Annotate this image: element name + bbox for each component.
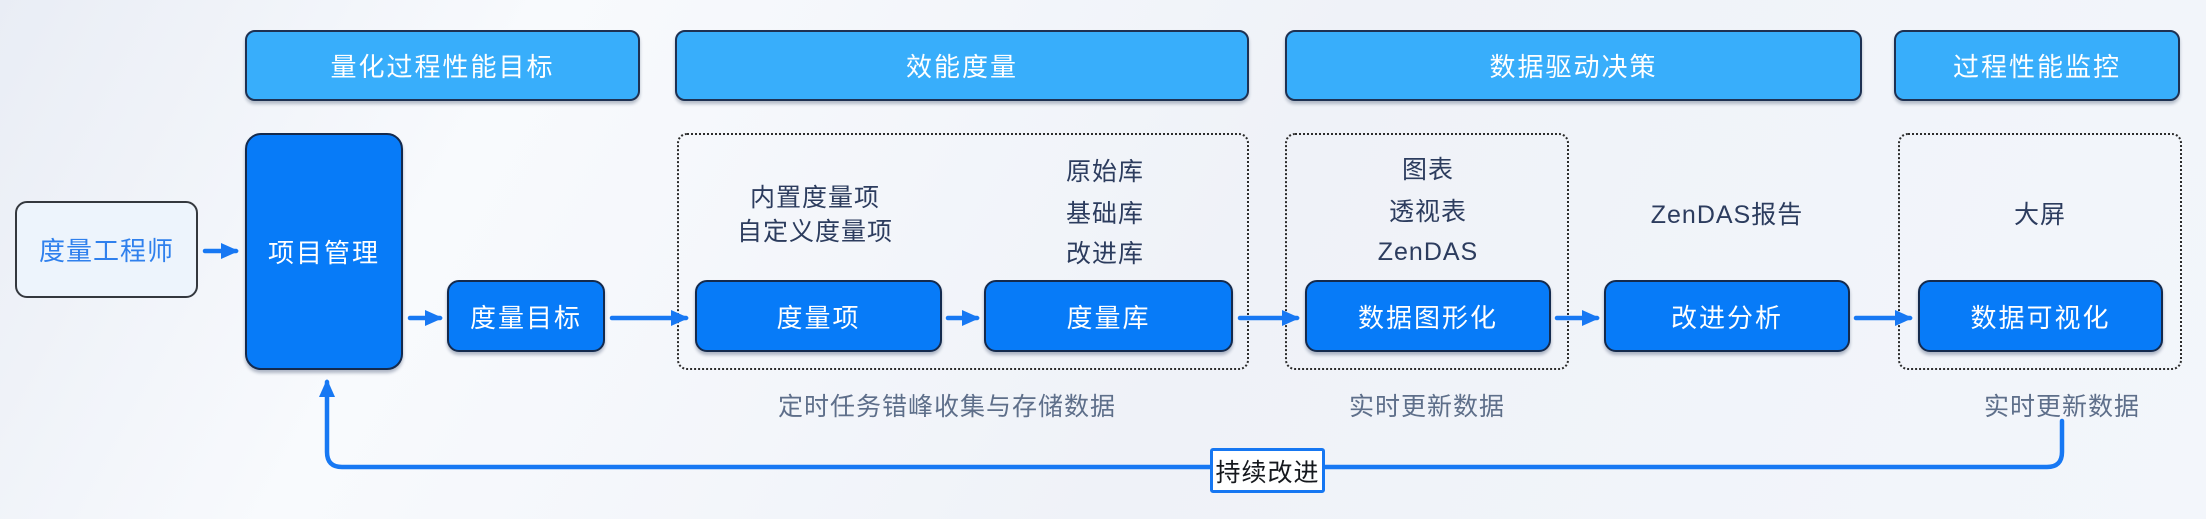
phase-label: 过程性能监控 bbox=[1952, 52, 2121, 82]
phase-label: 效能度量 bbox=[905, 52, 1018, 82]
group-repo-improve: 改进库 bbox=[1065, 240, 1144, 268]
node-label: 度量目标 bbox=[469, 302, 582, 333]
group-box-charting bbox=[1285, 133, 1569, 370]
node-label: 数据图形化 bbox=[1357, 302, 1498, 333]
node-label: 改进分析 bbox=[1670, 302, 1783, 333]
group-item-type-builtin: 内置度量项 bbox=[749, 184, 880, 212]
node-measurement-item: 度量项 bbox=[695, 280, 942, 352]
node-project-management: 项目管理 bbox=[245, 133, 403, 370]
phase-data-driven-decision: 数据驱动决策 bbox=[1285, 30, 1862, 101]
phase-label: 量化过程性能目标 bbox=[330, 52, 555, 82]
node-data-graphing: 数据图形化 bbox=[1305, 280, 1551, 352]
loop-label-continuous-improvement: 持续改进 bbox=[1210, 448, 1325, 493]
phase-process-performance-monitoring: 过程性能监控 bbox=[1894, 30, 2180, 101]
node-measurement-goal: 度量目标 bbox=[447, 280, 605, 352]
group-box-measurement bbox=[677, 133, 1249, 370]
node-improvement-analysis: 改进分析 bbox=[1604, 280, 1850, 352]
group-box-bigscreen bbox=[1898, 133, 2182, 370]
node-label: 度量库 bbox=[1066, 302, 1151, 333]
node-label: 项目管理 bbox=[267, 238, 380, 268]
actor-label: 度量工程师 bbox=[38, 236, 174, 266]
caption-scheduled-collection: 定时任务错峰收集与存储数据 bbox=[777, 393, 1116, 421]
node-measurement-repo: 度量库 bbox=[984, 280, 1233, 352]
group-chart: 图表 bbox=[1401, 156, 1454, 184]
caption-realtime-update-1: 实时更新数据 bbox=[1348, 393, 1505, 421]
loop-label-text: 持续改进 bbox=[1215, 458, 1320, 487]
group-zendas: ZenDAS bbox=[1377, 237, 1479, 266]
actor-measurement-engineer: 度量工程师 bbox=[15, 201, 198, 298]
phase-efficiency-measurement: 效能度量 bbox=[675, 30, 1249, 101]
caption-realtime-update-2: 实时更新数据 bbox=[1983, 393, 2140, 421]
phase-label: 数据驱动决策 bbox=[1489, 52, 1658, 82]
node-data-visualization: 数据可视化 bbox=[1918, 280, 2163, 352]
group-pivot: 透视表 bbox=[1388, 198, 1467, 226]
annotation-zendas-report: ZenDAS报告 bbox=[1650, 201, 1804, 229]
group-bigscreen: 大屏 bbox=[2013, 201, 2066, 229]
node-label: 数据可视化 bbox=[1970, 302, 2111, 333]
phase-quantified-process-goals: 量化过程性能目标 bbox=[245, 30, 640, 101]
node-label: 度量项 bbox=[776, 302, 861, 333]
group-repo-base: 基础库 bbox=[1065, 200, 1144, 228]
group-item-type-custom: 自定义度量项 bbox=[736, 218, 893, 246]
group-repo-raw: 原始库 bbox=[1065, 158, 1144, 186]
